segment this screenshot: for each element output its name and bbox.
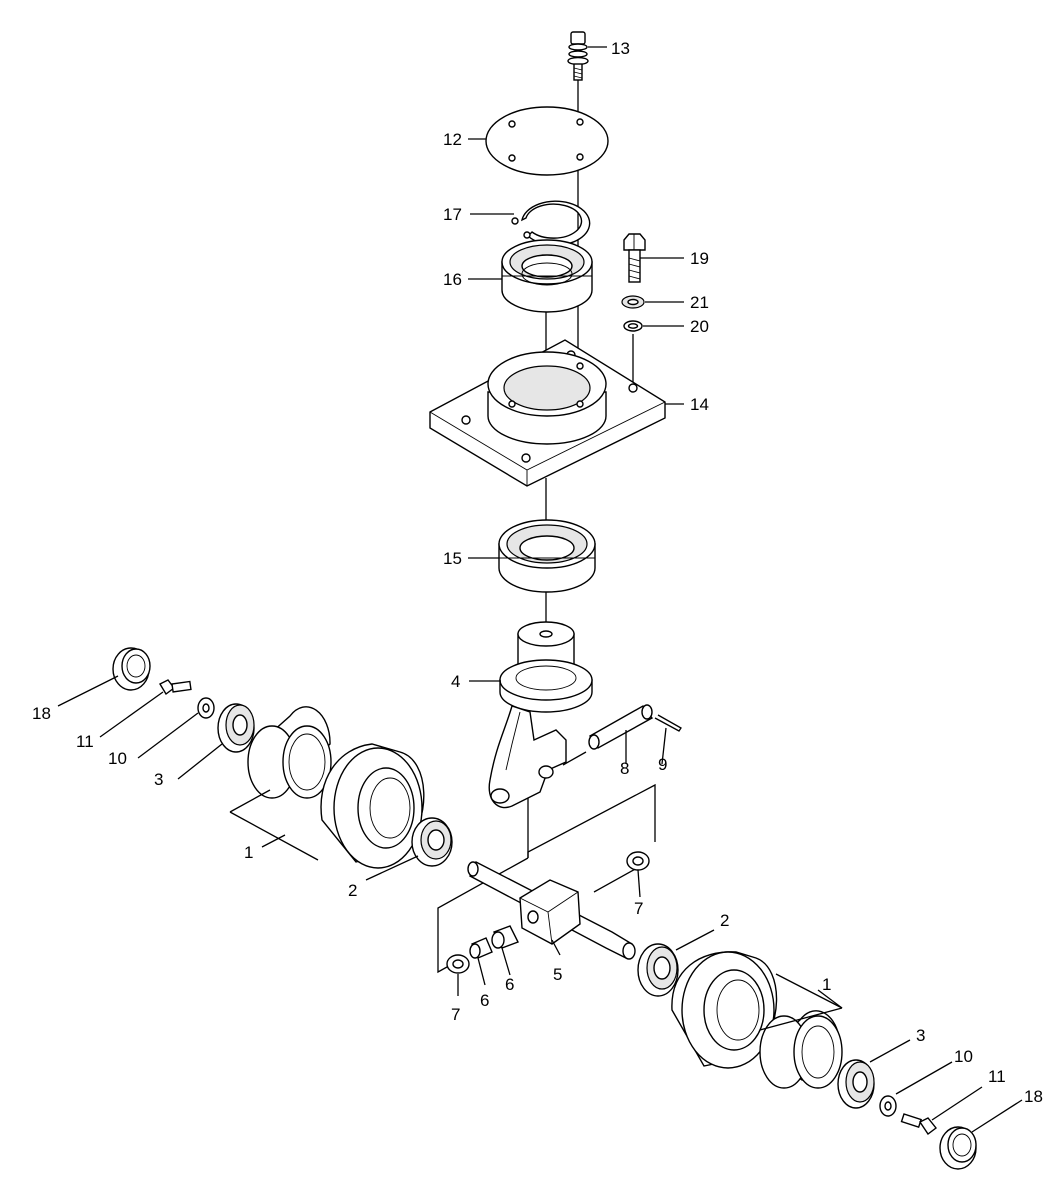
part-1-wheel-left [320,743,425,869]
callout-16: 16 [443,270,462,289]
part-11-bolt-left [159,679,192,696]
callout-2-right: 2 [720,911,729,930]
part-16-bearing [501,239,593,313]
callout-10-right: 10 [954,1047,973,1066]
part-6-bushing-a [469,937,493,959]
callout-15: 15 [443,549,462,568]
callout-18-right: 18 [1024,1087,1043,1106]
part-19-hex-bolt [623,233,646,283]
part-15-bearing [498,519,596,593]
callout-3-right: 3 [916,1026,925,1045]
callout-labels: 13 12 17 16 19 21 20 14 15 4 18 11 10 3 … [32,39,1043,1106]
callout-6-a: 6 [480,991,489,1010]
part-2-bearing-left [411,817,453,867]
part-21-lock-washer [621,295,645,309]
callout-12: 12 [443,130,462,149]
callout-7-right: 7 [634,899,643,918]
part-17-snap-ring [511,200,591,246]
callout-9: 9 [658,755,667,774]
callout-20: 20 [690,317,709,336]
callout-3-left: 3 [154,770,163,789]
part-4-caster-fork [488,621,593,809]
part-10-washer-left [197,697,215,719]
part-13-bolt [567,31,589,81]
callout-1-right: 1 [822,975,831,994]
part-12-cover-plate [485,106,609,176]
callout-5: 5 [553,965,562,984]
callout-2-left: 2 [348,881,357,900]
callout-19: 19 [690,249,709,268]
part-7-washer-left [446,954,470,974]
part-1-wheel-right [671,951,778,1069]
callout-1-left: 1 [244,843,253,862]
part-10-washer-right [879,1095,897,1117]
callout-13: 13 [611,39,630,58]
callout-11-right: 11 [988,1067,1006,1086]
part-11-bolt-right [900,1113,937,1136]
callout-4: 4 [451,672,460,691]
callout-11-left: 11 [76,732,94,751]
part-3-bearing-right [837,1059,875,1109]
callout-14: 14 [690,395,709,414]
part-5-axle [467,861,636,960]
callout-17: 17 [443,205,462,224]
part-18-cap-right [939,1126,977,1170]
part-1-hub-left [247,706,332,799]
part-14-mounting-plate [429,339,666,487]
callout-8: 8 [620,759,629,778]
callout-6-b: 6 [505,975,514,994]
part-2-bearing-right [637,943,679,997]
part-3-bearing-left [217,703,255,753]
callout-18-left: 18 [32,704,51,723]
part-6-bushing-b [491,925,519,949]
part-9-cotter-pin [654,714,682,732]
part-1-hub-right [759,1010,843,1089]
part-20-flat-washer [623,320,643,332]
callout-10-left: 10 [108,749,127,768]
leader-lines [57,46,1023,1133]
part-18-cap-left [112,647,151,691]
part-7-washer-right [626,851,650,871]
part-8-pin [588,704,654,750]
callout-7-left: 7 [451,1005,460,1024]
callout-21: 21 [690,293,709,312]
